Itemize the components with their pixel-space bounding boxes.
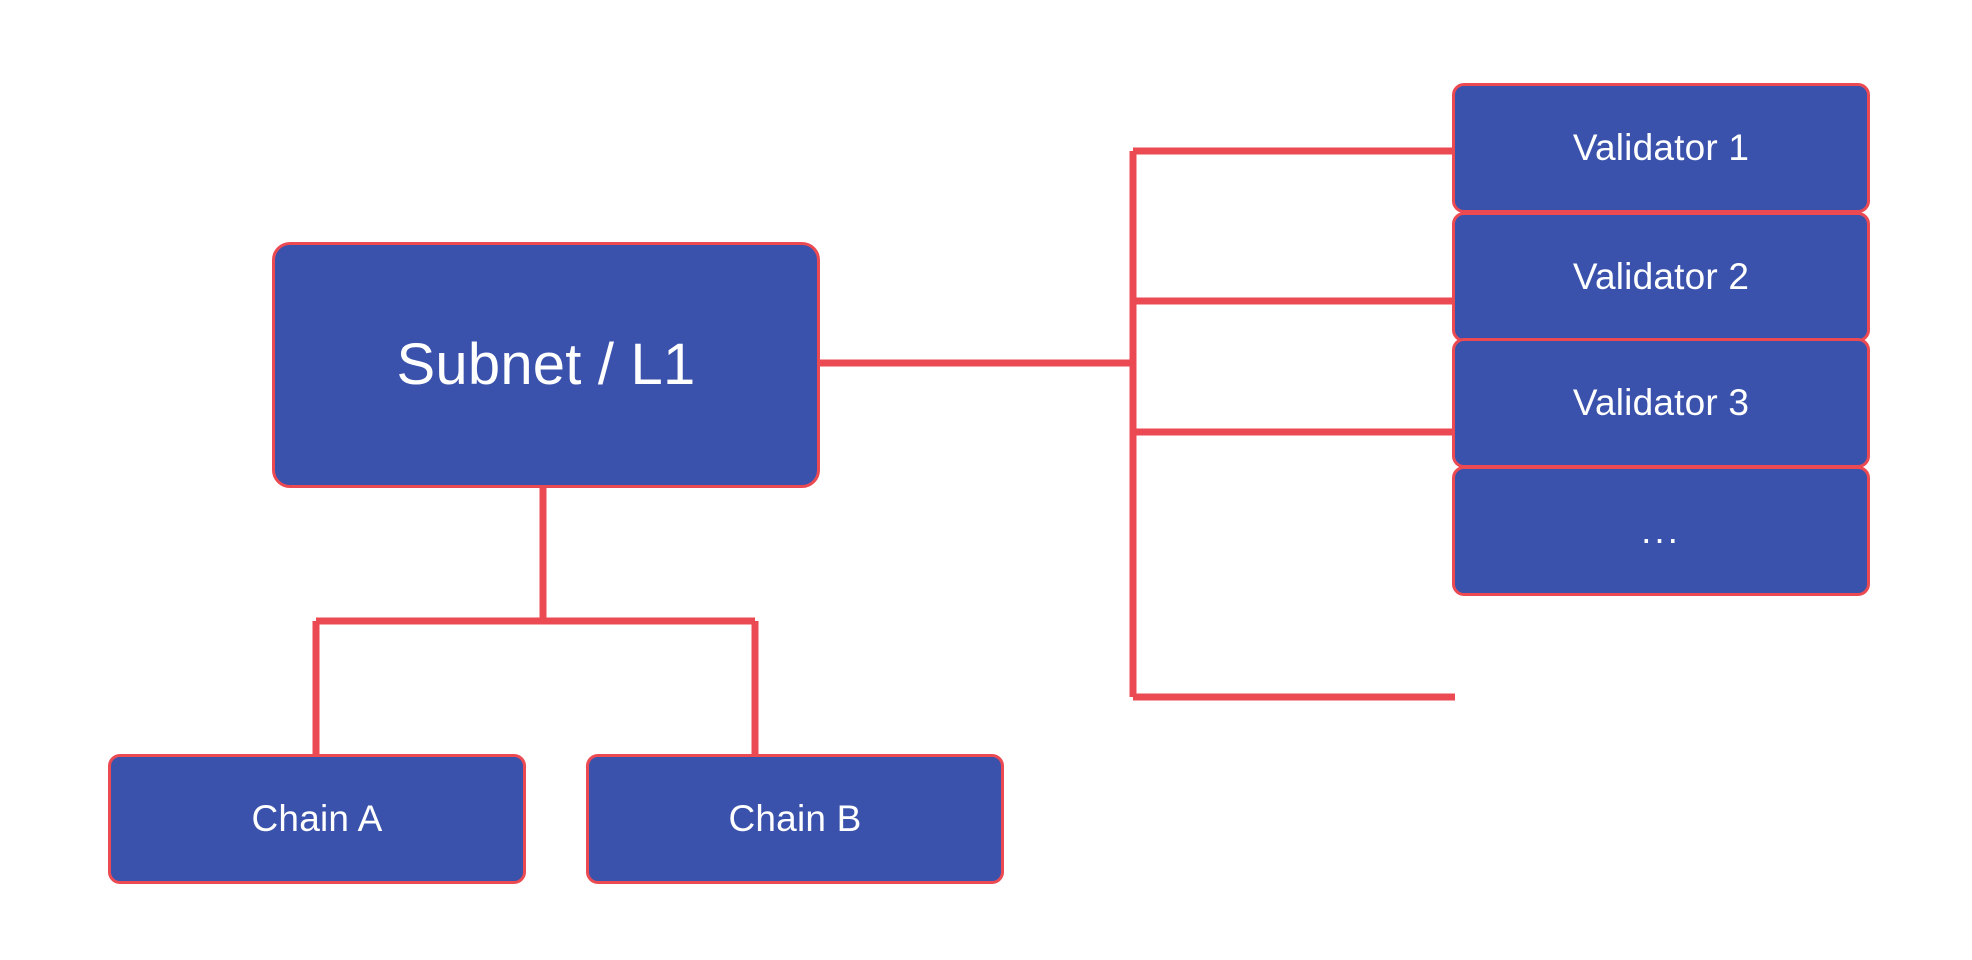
node-validator-more[interactable]: ... xyxy=(1452,466,1870,596)
node-subnet-l1[interactable]: Subnet / L1 xyxy=(272,242,820,488)
node-chain-b[interactable]: Chain B xyxy=(586,754,1004,884)
node-validator-more-label: ... xyxy=(1641,509,1681,551)
node-validator-2[interactable]: Validator 2 xyxy=(1452,212,1870,342)
node-chain-a[interactable]: Chain A xyxy=(108,754,526,884)
node-validator-1[interactable]: Validator 1 xyxy=(1452,83,1870,213)
node-validator-3[interactable]: Validator 3 xyxy=(1452,338,1870,468)
node-validator-3-label: Validator 3 xyxy=(1572,381,1750,423)
node-chain-b-label: Chain B xyxy=(728,797,862,839)
node-validator-1-label: Validator 1 xyxy=(1572,126,1750,168)
node-subnet-l1-label: Subnet / L1 xyxy=(396,332,696,398)
node-validator-2-label: Validator 2 xyxy=(1572,255,1750,297)
node-chain-a-label: Chain A xyxy=(251,797,383,839)
